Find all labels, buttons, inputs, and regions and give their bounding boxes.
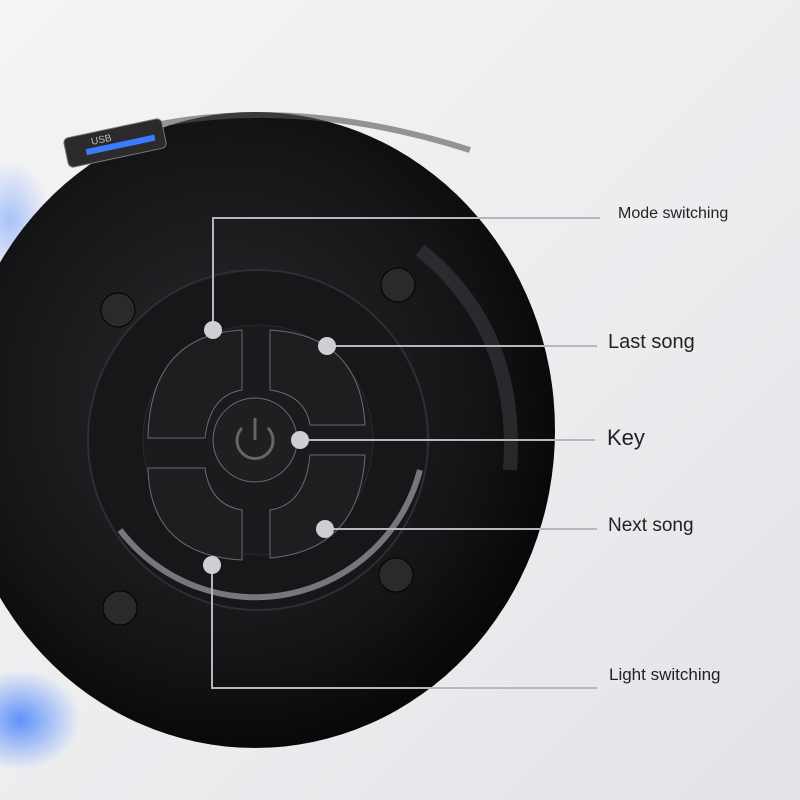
- screw: [100, 292, 136, 328]
- mode-button[interactable]: [147, 329, 243, 439]
- next-song-button[interactable]: [269, 454, 366, 559]
- screw: [380, 267, 416, 303]
- callout-lines: [211, 217, 600, 689]
- play-pause-button[interactable]: [147, 467, 243, 561]
- callout-dots: [203, 321, 336, 574]
- callout-light-switching: Light switching: [609, 665, 721, 684]
- blue-led-glow: [0, 670, 80, 770]
- last-song-button[interactable]: [269, 329, 366, 426]
- callout-mode-switching: Mode switching: [618, 205, 729, 222]
- usb-label: USB: [90, 133, 113, 148]
- callout-next-song: Next song: [608, 515, 694, 536]
- power-icon: [235, 426, 275, 460]
- callout-last-song: Last song: [608, 331, 695, 353]
- callout-key: Key: [607, 425, 645, 450]
- screw: [102, 590, 138, 626]
- screw: [378, 557, 414, 593]
